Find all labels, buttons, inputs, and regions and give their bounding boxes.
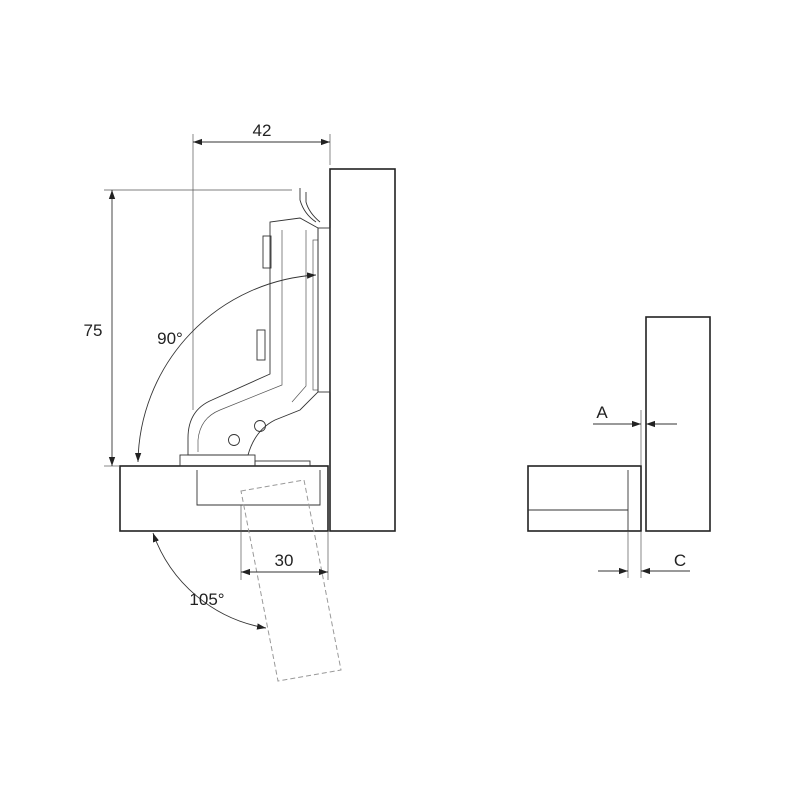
angle-90-arc [134,272,317,463]
hinge-lower-clip [256,329,266,361]
right-door [527,465,642,532]
mounting-plate-inner [312,239,319,391]
hinge-arm-groove [291,230,307,403]
angle-105-label: 105° [189,590,224,609]
pivot-screw-upper [254,420,266,432]
door-panel [119,465,329,532]
mounting-plate [317,227,331,393]
hinge-top-hook [299,188,317,223]
dim-a-label: A [596,403,608,422]
hinge-cup-recess [196,470,321,506]
cabinet-side-panel [329,168,396,532]
dim-42-label: 42 [253,121,272,140]
open-door-outline [240,479,342,682]
angle-90-label: 90° [157,329,183,348]
hinge-top-hook-inner [305,192,321,223]
hinge-upper-clip [262,235,272,269]
dim-75-label: 75 [84,321,103,340]
hinge-arm [187,217,319,456]
dim-c-label: C [674,551,686,570]
angle-105-arc [152,532,267,630]
dim-30-label: 30 [275,551,294,570]
hinge-base-plate [179,454,256,467]
hinge-arm-inner-edge [197,230,283,452]
pivot-screw-lower [228,434,240,446]
